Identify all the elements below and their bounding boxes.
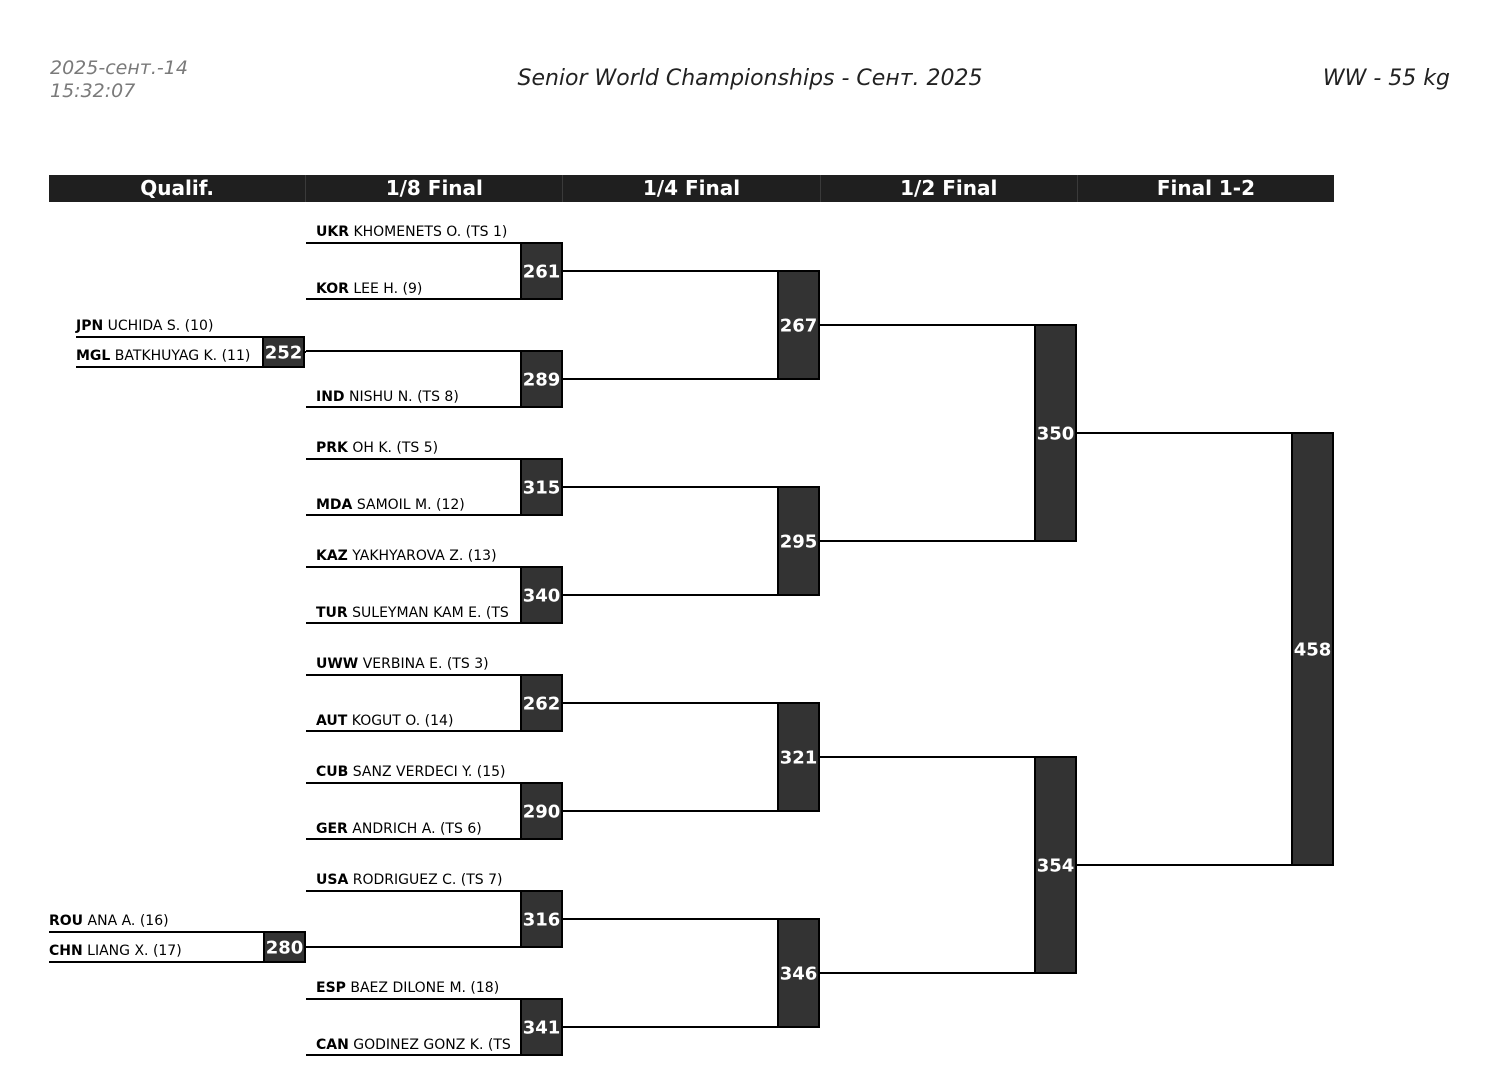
r16-athlete-name: LEE H. (9) (349, 281, 422, 297)
r16-match-315-label: 315 (523, 477, 561, 498)
r16-athlete-name: NISHU N. (TS 8) (345, 389, 459, 405)
qf-match-267 (777, 270, 820, 380)
r16-athlete-name: ANDRICH A. (TS 6) (348, 821, 482, 837)
qualif-athlete: JPN UCHIDA S. (10) (75, 318, 213, 334)
qualif-athlete: ROU ANA A. (16) (49, 913, 169, 929)
r16-match-341 (520, 998, 563, 1056)
r16-athlete: ESP BAEZ DILONE M. (18) (316, 980, 499, 996)
r16-athlete-nation: KAZ (316, 548, 348, 564)
qualif-athlete-name: ANA A. (16) (83, 913, 169, 929)
qualif-match-280-label: 280 (266, 937, 304, 958)
sf-match-350 (1034, 324, 1077, 542)
qualif-athlete-name: UCHIDA S. (10) (103, 318, 213, 334)
r16-athlete-nation: USA (316, 872, 348, 888)
date-time: 2025-сент.-14 15:32:07 (50, 57, 188, 103)
round-1-4-final: 1/4 Final (563, 175, 821, 202)
qualif-athlete-nation: ROU (49, 913, 83, 929)
round-1-2-final: 1/2 Final (821, 175, 1078, 202)
round-header-bar: Qualif. 1/8 Final 1/4 Final 1/2 Final Fi… (49, 175, 1334, 202)
r16-athlete: AUT KOGUT O. (14) (316, 713, 453, 729)
r16-athlete-name: SANZ VERDECI Y. (15) (348, 764, 505, 780)
r16-athlete-nation: UWW (316, 656, 358, 672)
r16-match-341-label: 341 (523, 1017, 561, 1038)
r16-athlete-name: SAMOIL M. (12) (352, 497, 464, 513)
r16-athlete: MDA SAMOIL M. (12) (316, 497, 465, 513)
time-label: 15:32:07 (50, 80, 136, 102)
qualif-match-252 (262, 336, 305, 368)
qualif-athlete-nation: MGL (76, 348, 110, 364)
r16-athlete-nation: CUB (316, 764, 348, 780)
r16-athlete-nation: CAN (316, 1037, 349, 1053)
r16-athlete: UWW VERBINA E. (TS 3) (316, 656, 489, 672)
r16-athlete: TUR SULEYMAN KAM E. (TS (316, 605, 509, 621)
r16-athlete-nation: TUR (316, 605, 348, 621)
r16-match-289-label: 289 (523, 369, 561, 390)
round-qualif: Qualif. (49, 175, 307, 202)
qualif-athlete-name: BATKHUYAG K. (11) (110, 348, 250, 364)
r16-athlete-nation: ESP (316, 980, 346, 996)
r16-match-262 (520, 674, 563, 732)
r16-athlete: CUB SANZ VERDECI Y. (15) (316, 764, 506, 780)
weight-class: WW - 55 kg (1322, 66, 1450, 91)
qf-match-321-label: 321 (780, 747, 818, 768)
r16-athlete: UKR KHOMENETS O. (TS 1) (316, 224, 507, 240)
r16-athlete: USA RODRIGUEZ C. (TS 7) (316, 872, 503, 888)
r16-match-316 (520, 890, 563, 948)
r16-athlete-name: KHOMENETS O. (TS 1) (349, 224, 507, 240)
r16-athlete-name: OH K. (TS 5) (348, 440, 438, 456)
r16-match-340 (520, 566, 563, 624)
r16-athlete-nation: UKR (316, 224, 349, 240)
r16-match-316-label: 316 (523, 909, 561, 930)
round-1-8-final: 1/8 Final (306, 175, 564, 202)
r16-athlete-nation: GER (316, 821, 348, 837)
r16-athlete-name: YAKHYAROVA Z. (13) (348, 548, 497, 564)
sf-match-354-label: 354 (1037, 855, 1075, 876)
r16-athlete-nation: KOR (316, 281, 349, 297)
r16-athlete: IND NISHU N. (TS 8) (316, 389, 459, 405)
qf-match-295-label: 295 (780, 531, 818, 552)
r16-athlete-name: BAEZ DILONE M. (18) (346, 980, 499, 996)
r16-athlete-name: GODINEZ GONZ K. (TS (349, 1037, 511, 1053)
round-final-1-2: Final 1-2 (1156, 176, 1256, 200)
r16-athlete-name: KOGUT O. (14) (347, 713, 453, 729)
r16-athlete: KAZ YAKHYAROVA Z. (13) (316, 548, 497, 564)
r16-match-340-label: 340 (523, 585, 561, 606)
r16-athlete: KOR LEE H. (9) (316, 281, 422, 297)
date-label: 2025-сент.-14 (50, 57, 188, 79)
r16-match-290 (520, 782, 563, 840)
sf-match-350-label: 350 (1037, 423, 1075, 444)
qualif-athlete: MGL BATKHUYAG K. (11) (76, 348, 250, 364)
r16-athlete-name: SULEYMAN KAM E. (TS (348, 605, 509, 621)
r16-athlete-nation: IND (316, 389, 345, 405)
r16-athlete-nation: AUT (316, 713, 348, 729)
qf-match-346-label: 346 (780, 963, 818, 984)
page-title: Senior World Championships - Сент. 2025 (517, 66, 983, 91)
r16-athlete-nation: PRK (316, 440, 349, 456)
r16-athlete: GER ANDRICH A. (TS 6) (316, 821, 482, 837)
r16-match-261-label: 261 (523, 261, 561, 282)
r16-athlete: PRK OH K. (TS 5) (316, 440, 438, 456)
r16-athlete-name: VERBINA E. (TS 3) (358, 656, 488, 672)
r16-athlete: CAN GODINEZ GONZ K. (TS (316, 1037, 511, 1053)
final-match-458-label: 458 (1294, 639, 1332, 660)
sf-match-354 (1034, 756, 1077, 974)
r16-match-290-label: 290 (523, 801, 561, 822)
qf-match-295 (777, 486, 820, 596)
qf-match-267-label: 267 (780, 315, 818, 336)
r16-match-261 (520, 242, 563, 300)
r16-match-289 (520, 350, 563, 408)
r16-athlete-nation: MDA (316, 497, 353, 513)
final-match-458 (1291, 432, 1334, 866)
qualif-match-252-label: 252 (265, 342, 303, 363)
qualif-athlete: CHN LIANG X. (17) (49, 943, 182, 959)
r16-athlete-name: RODRIGUEZ C. (TS 7) (348, 872, 502, 888)
qualif-athlete-name: LIANG X. (17) (83, 943, 182, 959)
r16-match-262-label: 262 (523, 693, 561, 714)
qualif-athlete-nation: CHN (49, 943, 83, 959)
qualif-athlete-nation: JPN (75, 318, 103, 334)
